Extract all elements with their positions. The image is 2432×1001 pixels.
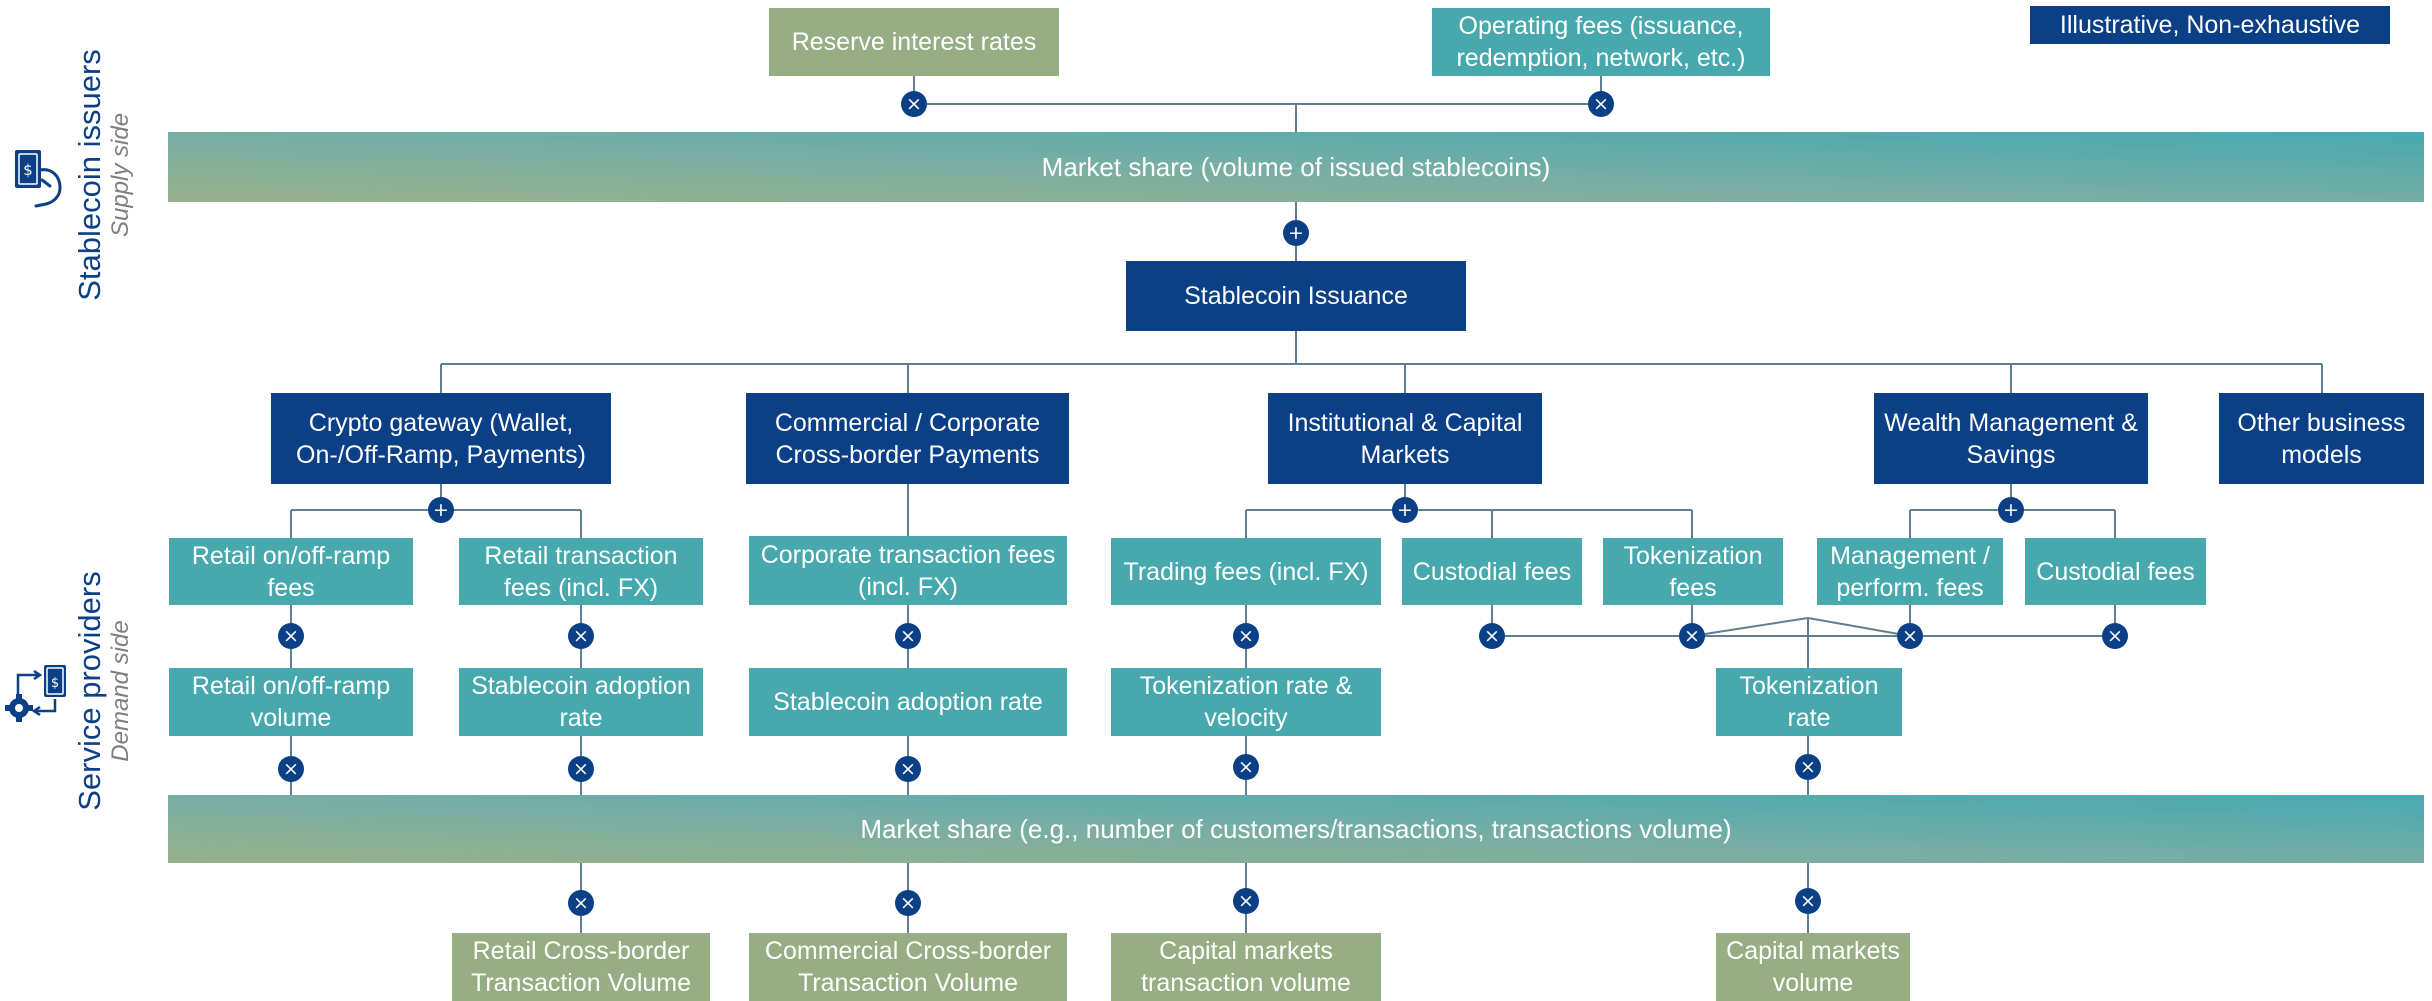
- multiply-operator: ×: [1897, 623, 1923, 649]
- capital-markets-transaction-volume-box: Capital markets transaction volume: [1111, 933, 1381, 1001]
- tokenization-rate-box: Tokenization rate: [1716, 668, 1902, 736]
- commercial-cross-border-volume-box: Commercial Cross-border Transaction Volu…: [749, 933, 1067, 1001]
- demand-side-title: Service providers: [72, 571, 107, 811]
- stablecoin-adoption-corporate-box: Stablecoin adoption rate: [749, 668, 1067, 736]
- institutional-markets-box: Institutional & Capital Markets: [1268, 393, 1542, 484]
- supply-side-label: Stablecoin issuers Supply side: [72, 49, 135, 301]
- stablecoin-adoption-retail-box: Stablecoin adoption rate: [459, 668, 703, 736]
- multiply-operator: ×: [1479, 623, 1505, 649]
- multiply-operator: ×: [895, 756, 921, 782]
- retail-transaction-fees-box: Retail transaction fees (incl. FX): [459, 538, 703, 605]
- multiply-operator: ×: [1233, 623, 1259, 649]
- multiply-operator: ×: [568, 623, 594, 649]
- retail-ramp-volume-box: Retail on/off-ramp volume: [169, 668, 413, 736]
- reserve-interest-rates-box: Reserve interest rates: [769, 8, 1059, 76]
- multiply-operator: ×: [901, 91, 927, 117]
- tokenization-rate-velocity-box: Tokenization rate & velocity: [1111, 668, 1381, 736]
- multiply-operator: ×: [568, 890, 594, 916]
- crypto-gateway-box: Crypto gateway (Wallet, On-/Off-Ramp, Pa…: [271, 393, 611, 484]
- hand-holding-dollar-note-icon: $: [15, 150, 62, 208]
- add-operator: +: [1392, 497, 1418, 523]
- multiply-operator: ×: [1233, 888, 1259, 914]
- add-operator: +: [1283, 220, 1309, 246]
- management-fees-box: Management / perform. fees: [1817, 538, 2003, 605]
- add-operator: +: [428, 497, 454, 523]
- demand-side-subtitle: Demand side: [107, 620, 134, 762]
- custodial-fees-wealth-box: Custodial fees: [2025, 538, 2206, 605]
- multiply-operator: ×: [1588, 91, 1614, 117]
- illustrative-badge: Illustrative, Non-exhaustive: [2030, 6, 2390, 44]
- gear-exchange-dollar-note-icon: $: [5, 665, 66, 722]
- wealth-management-box: Wealth Management & Savings: [1874, 393, 2148, 484]
- svg-text:$: $: [23, 161, 33, 179]
- multiply-operator: ×: [1679, 623, 1705, 649]
- multiply-operator: ×: [895, 623, 921, 649]
- demand-side-label: Service providers Demand side: [72, 571, 135, 811]
- multiply-operator: ×: [1233, 754, 1259, 780]
- add-operator: +: [1998, 497, 2024, 523]
- corporate-transaction-fees-box: Corporate transaction fees (incl. FX): [749, 536, 1067, 605]
- svg-text:$: $: [51, 676, 59, 691]
- issuer-market-share-band: Market share (volume of issued stablecoi…: [168, 132, 2424, 202]
- tokenization-fees-box: Tokenization fees: [1603, 538, 1783, 605]
- multiply-operator: ×: [568, 756, 594, 782]
- capital-markets-volume-box: Capital markets volume: [1716, 933, 1910, 1001]
- multiply-operator: ×: [1795, 754, 1821, 780]
- multiply-operator: ×: [895, 890, 921, 916]
- multiply-operator: ×: [2102, 623, 2128, 649]
- retail-ramp-fees-box: Retail on/off-ramp fees: [169, 538, 413, 605]
- supply-side-title: Stablecoin issuers: [72, 49, 107, 301]
- commercial-payments-box: Commercial / Corporate Cross-border Paym…: [746, 393, 1069, 484]
- other-business-models-box: Other business models: [2219, 393, 2424, 484]
- multiply-operator: ×: [278, 756, 304, 782]
- custodial-fees-institutional-box: Custodial fees: [1402, 538, 1582, 605]
- trading-fees-box: Trading fees (incl. FX): [1111, 538, 1381, 605]
- multiply-operator: ×: [278, 623, 304, 649]
- provider-market-share-band: Market share (e.g., number of customers/…: [168, 795, 2424, 863]
- operating-fees-box: Operating fees (issuance, redemption, ne…: [1432, 8, 1770, 76]
- stablecoin-issuance-box: Stablecoin Issuance: [1126, 261, 1466, 331]
- multiply-operator: ×: [1795, 888, 1821, 914]
- retail-cross-border-volume-box: Retail Cross-border Transaction Volume: [452, 933, 710, 1001]
- supply-side-subtitle: Supply side: [107, 112, 134, 238]
